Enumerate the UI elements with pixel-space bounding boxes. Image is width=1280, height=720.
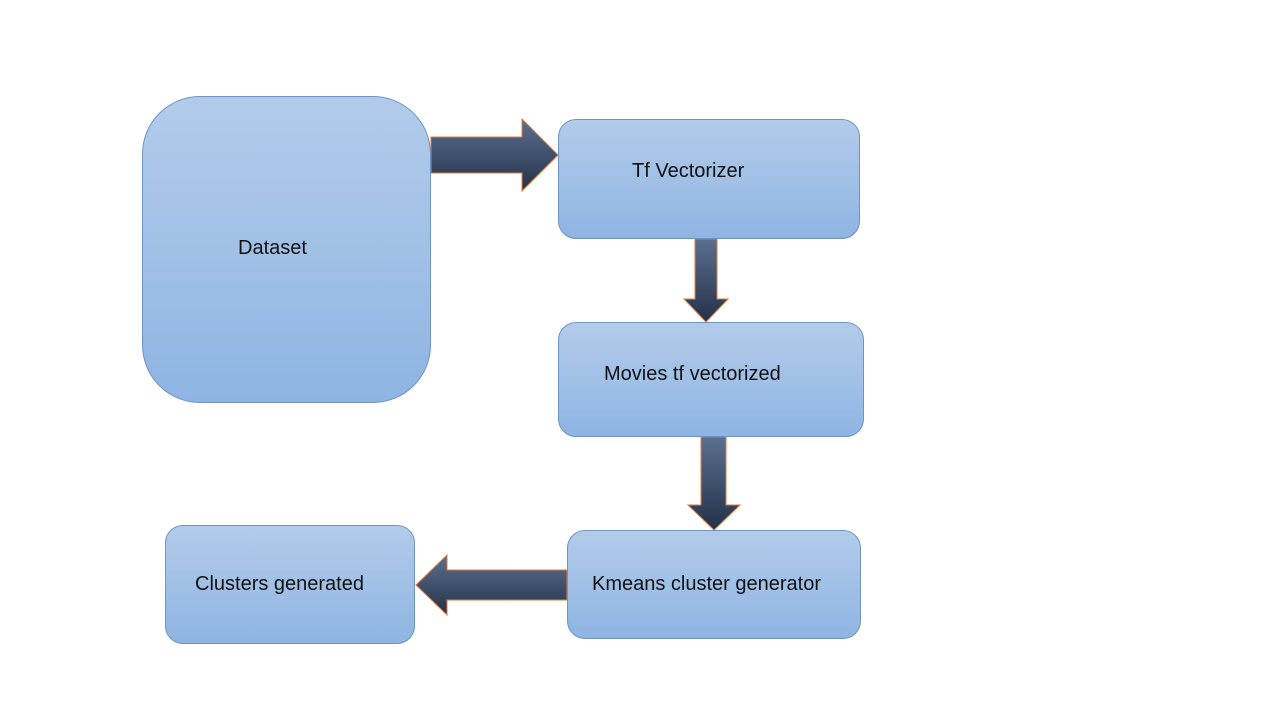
node-kmeans-cluster-generator-label: Kmeans cluster generator — [592, 573, 822, 595]
node-kmeans-cluster-generator: Kmeans cluster generator — [567, 530, 861, 639]
node-dataset-label: Dataset — [238, 237, 307, 259]
node-movies-tf-vectorized-label: Movies tf vectorized — [604, 363, 781, 385]
node-clusters-generated-label: Clusters generated — [195, 573, 364, 595]
arrow-tf-to-movies — [682, 238, 730, 323]
node-clusters-generated: Clusters generated — [165, 525, 415, 644]
node-movies-tf-vectorized: Movies tf vectorized — [558, 322, 864, 437]
node-tf-vectorizer-label: Tf Vectorizer — [632, 160, 745, 182]
node-tf-vectorizer: Tf Vectorizer — [558, 119, 860, 239]
arrow-kmeans-to-clusters — [415, 553, 568, 617]
arrow-movies-to-kmeans — [686, 436, 742, 531]
node-dataset: Dataset — [142, 96, 431, 403]
arrow-dataset-to-tf — [430, 117, 559, 193]
